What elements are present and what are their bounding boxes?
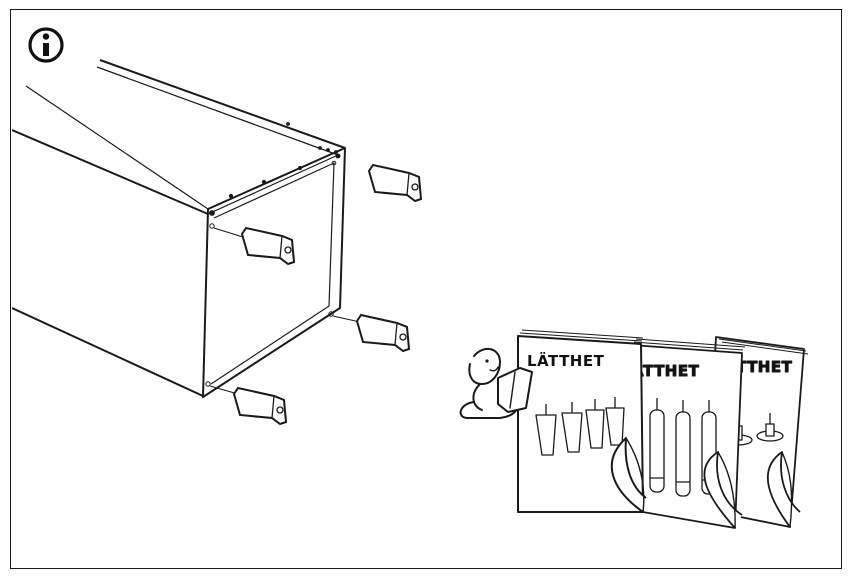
leg-1 — [367, 163, 423, 203]
leg-4 — [232, 386, 288, 426]
guide-lines — [209, 227, 361, 395]
panel-frame — [10, 9, 842, 569]
cabinet-body — [12, 59, 346, 398]
booklet-1-title: LÄTTHET — [527, 351, 605, 370]
reading-person-icon — [459, 347, 533, 419]
leg-3 — [355, 313, 411, 353]
info-icon — [28, 27, 64, 63]
leg-2 — [240, 226, 296, 266]
booklet-1: LÄTTHET — [517, 329, 647, 513]
